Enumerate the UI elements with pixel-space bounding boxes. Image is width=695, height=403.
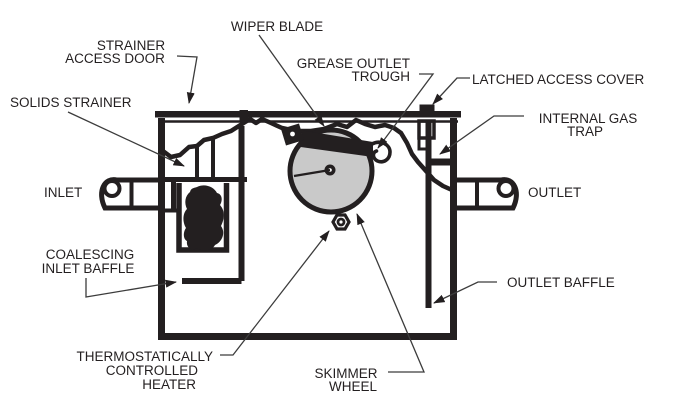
label-outlet-baffle: OUTLET BAFFLE [507,275,615,290]
label-heater-1: THERMOSTATICALLY [76,349,213,364]
leader-internal-gas-trap [439,115,524,155]
label-strainer-access-door-1: STRAINER [97,38,166,53]
wiper-blade-bar [297,130,373,157]
label-coalescing-inlet-baffle-1: COALESCING [46,247,135,262]
heater-hex-nut [331,213,351,231]
leader-grease-outlet-trough [377,73,435,149]
coalescing-inlet-baffle-plate [182,126,245,284]
strainer-door-divider [239,110,248,123]
label-internal-gas-trap-2: TRAP [567,124,603,139]
latch-knob [419,104,435,112]
leader-solids-strainer [67,111,185,167]
lid-top-bar [155,111,461,118]
label-outlet: OUTLET [528,185,581,200]
strained-solids-blob [183,185,224,251]
leader-skimmer-wheel [356,213,425,373]
latch-keeper [417,136,431,151]
label-grease-outlet-trough-2: TROUGH [352,69,411,84]
grease-surface-wavy-line [160,116,455,193]
leader-wiper-blade [258,34,325,127]
wiper-mount-pivot [290,131,295,137]
label-heater-3: HEATER [142,377,196,392]
label-skimmer-wheel-1: SKIMMER [314,366,377,381]
leader-coalescing-inlet-baffle [85,278,177,298]
label-skimmer-wheel-2: WHEEL [329,379,378,394]
wheel-spoke [293,168,331,178]
label-strainer-access-door-2: ACCESS DOOR [65,51,165,66]
leader-strainer-access-door [176,55,198,104]
leader-outlet-baffle [433,281,497,304]
outlet-pipe-hub [496,179,516,198]
label-wiper-blade: WIPER BLADE [231,19,323,34]
leader-latched-access-cover [432,77,470,105]
label-internal-gas-trap-1: INTERNAL GAS [539,111,638,126]
label-inlet: INLET [44,185,82,200]
label-latched-access-cover: LATCHED ACCESS COVER [472,72,645,87]
label-heater-2: CONTROLLED [106,363,199,378]
label-coalescing-inlet-baffle-2: INLET BAFFLE [42,261,135,276]
heater-hex-nut-bore [336,217,346,227]
inlet-pipe-hub [102,179,122,198]
label-solids-strainer: SOLIDS STRAINER [10,95,132,110]
tank-outline [158,118,457,340]
grease-outlet-trough-hook [370,140,392,164]
leader-heater [220,230,330,356]
label-grease-outlet-trough-1: GREASE OUTLET [297,56,410,71]
outlet-pipe [453,177,519,211]
